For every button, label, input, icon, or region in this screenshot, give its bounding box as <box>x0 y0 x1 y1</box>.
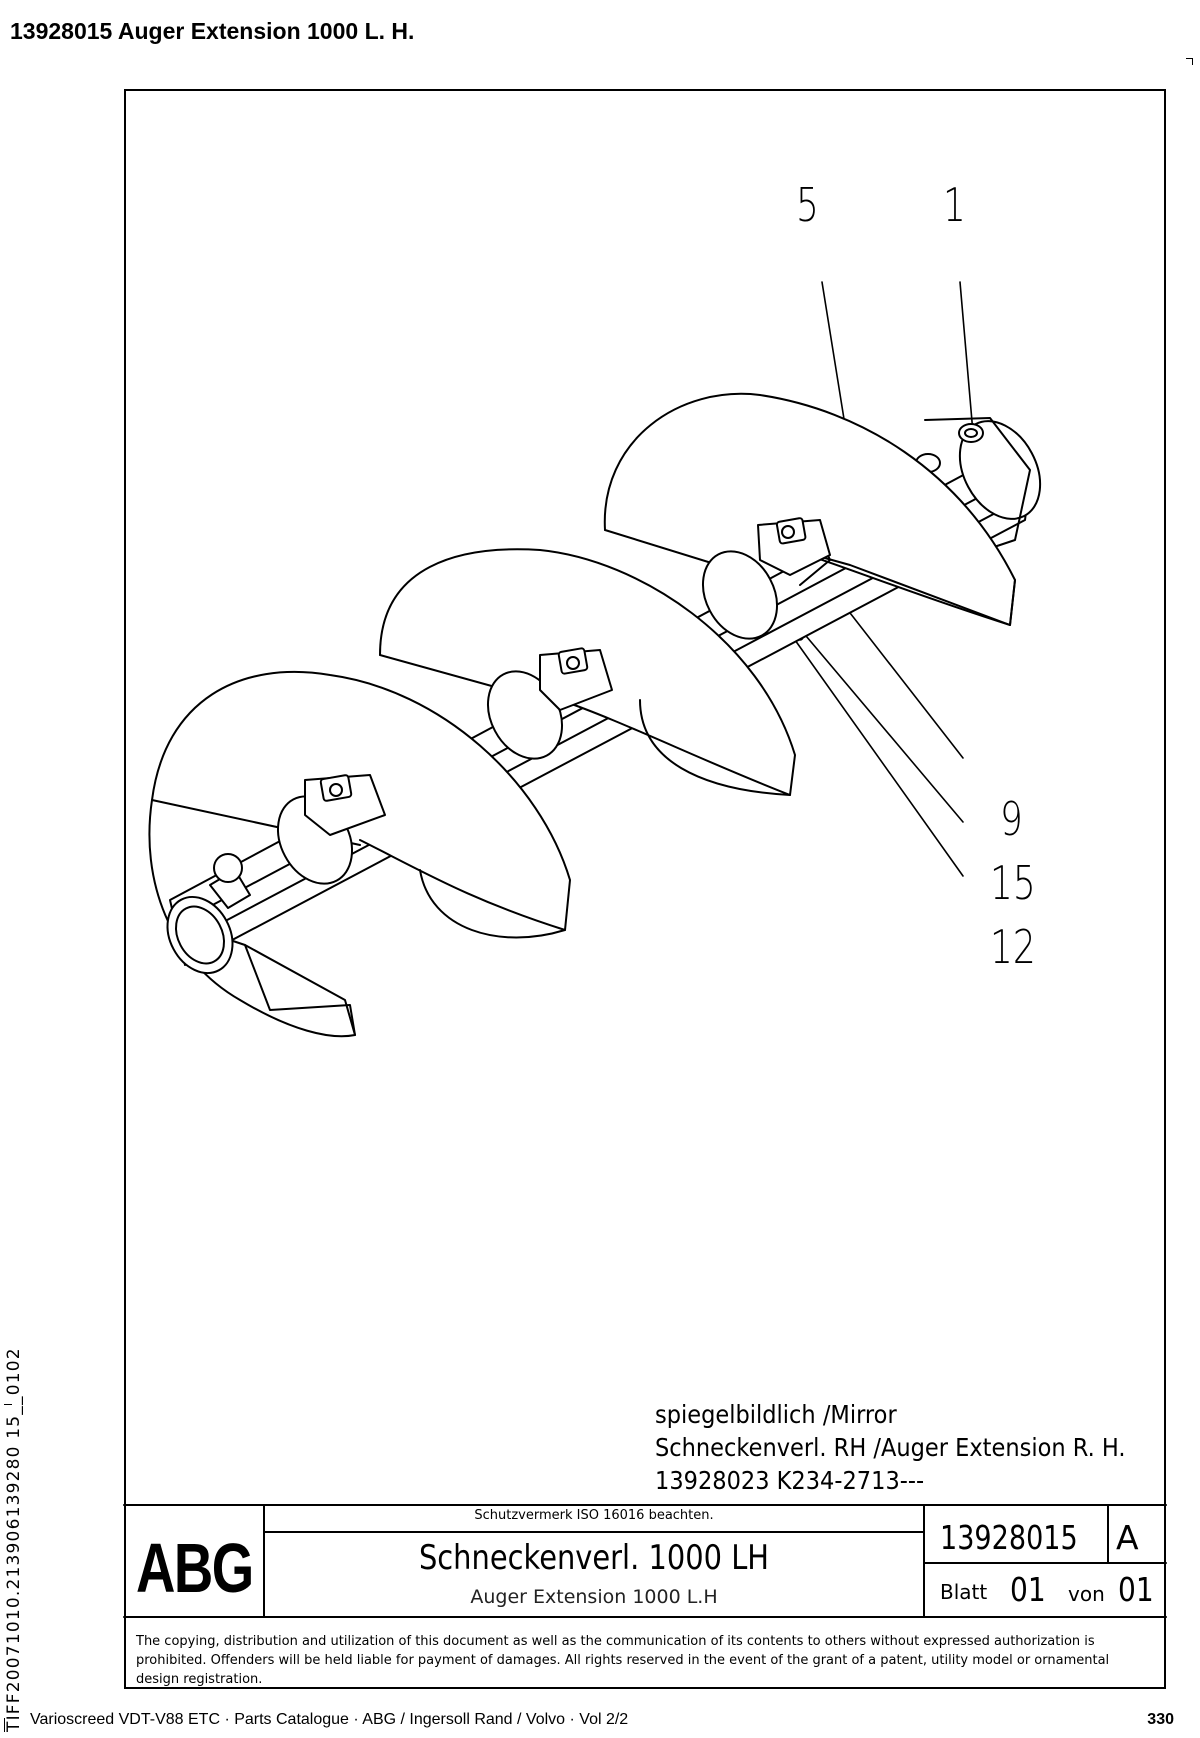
abg-logo: ABG <box>136 1529 254 1607</box>
sheet-value: 01 <box>1010 1570 1046 1609</box>
shaft-front-end <box>166 853 251 975</box>
shaft-collar <box>277 774 386 885</box>
shaft-collar <box>487 647 613 760</box>
page-title: 13928015 Auger Extension 1000 L. H. <box>10 18 415 44</box>
crop-mark <box>1186 58 1193 65</box>
mirror-note: spiegelbildlich /Mirror Schneckenverl. R… <box>655 1398 1178 1497</box>
copyright-notice: The copying, distribution and utilizatio… <box>136 1634 1110 1687</box>
revision: A <box>1116 1518 1139 1557</box>
callout-5: 5 <box>796 178 819 232</box>
shaft-collar <box>702 517 831 640</box>
part-name-english: Auger Extension 1000 L.H <box>470 1586 718 1608</box>
drawing-frame <box>124 89 1166 1689</box>
page-number: 330 <box>1147 1711 1174 1728</box>
protection-note: Schutzvermerk ISO 16016 beachten. <box>474 1508 714 1523</box>
of-label: von <box>1068 1582 1105 1606</box>
callout-1: 1 <box>943 178 966 232</box>
callout-15: 15 <box>990 856 1036 910</box>
drawing-number: 13928015 <box>940 1518 1078 1557</box>
crop-mark <box>4 1404 12 1405</box>
mirror-note-line: spiegelbildlich /Mirror <box>655 1400 897 1429</box>
mirror-note-line: 13928023 K234-2713--- <box>655 1466 925 1495</box>
mirror-note-line: Schneckenverl. RH /Auger Extension R. H. <box>655 1433 1126 1462</box>
crop-mark <box>4 1718 5 1732</box>
part-name-german: Schneckenverl. 1000 LH <box>418 1538 770 1578</box>
callout-9: 9 <box>1000 792 1023 846</box>
sheet-label: Blatt <box>940 1580 988 1604</box>
footer-catalogue-info: Varioscreed VDT-V88 ETC · Parts Catalogu… <box>30 1711 629 1728</box>
of-value: 01 <box>1118 1570 1154 1609</box>
callout-12: 12 <box>990 920 1036 974</box>
title-block-grid <box>123 1504 1167 1618</box>
